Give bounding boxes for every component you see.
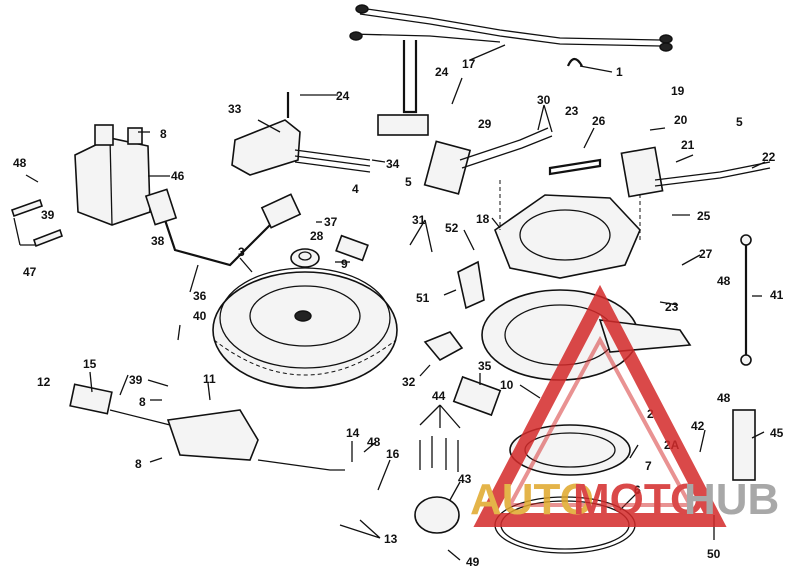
- label-part-36: 36: [193, 289, 207, 303]
- label-part-13: 13: [384, 532, 398, 546]
- label-part-4: 4: [352, 182, 359, 196]
- label-part-1: 1: [616, 65, 623, 79]
- bracket-51: [457, 260, 485, 310]
- label-part-39-left: 39: [41, 208, 55, 222]
- label-part-18: 18: [476, 212, 490, 226]
- label-part-37: 37: [324, 215, 338, 229]
- label-part-9: 9: [341, 257, 348, 271]
- label-part-19: 19: [671, 84, 685, 98]
- watermark-auto: AUTO: [470, 475, 594, 524]
- label-part-17: 17: [462, 57, 476, 71]
- label-part-6: 6: [634, 483, 641, 497]
- label-part-39-lower: 39: [129, 373, 143, 387]
- label-part-25: 25: [697, 209, 711, 223]
- label-part-23-top: 23: [565, 104, 579, 118]
- watermark-moto: MOTO: [573, 475, 704, 524]
- label-part-48-middle: 48: [367, 435, 381, 449]
- label-part-32: 32: [402, 375, 416, 389]
- power-pack-21: [620, 146, 664, 198]
- switch-box-33: [231, 92, 371, 176]
- wiring-harness-17: [349, 4, 673, 136]
- label-part-40: 40: [193, 309, 207, 323]
- label-part-2: 2: [647, 407, 654, 421]
- label-part-14: 14: [346, 426, 360, 440]
- label-part-33: 33: [228, 102, 242, 116]
- label-part-24-left: 24: [435, 65, 449, 79]
- label-part-12: 12: [37, 375, 51, 389]
- label-part-51: 51: [416, 291, 430, 305]
- label-part-46: 46: [171, 169, 185, 183]
- label-part-48-left: 48: [13, 156, 27, 170]
- wires-30: [459, 127, 553, 169]
- label-part-30: 30: [537, 93, 551, 107]
- label-part-49: 49: [466, 555, 480, 568]
- label-part-15: 15: [83, 357, 97, 371]
- plate-32: [423, 331, 464, 362]
- label-part-8-middle: 8: [139, 395, 146, 409]
- label-part-42: 42: [691, 419, 705, 433]
- bolts-47: [10, 198, 64, 248]
- label-part-5-right: 5: [736, 115, 743, 129]
- sensor-43: [414, 436, 460, 534]
- label-part-45: 45: [770, 426, 784, 440]
- timer-base-18: [494, 180, 641, 279]
- label-part-7: 7: [645, 459, 652, 473]
- label-part-47: 47: [23, 265, 37, 279]
- label-part-27: 27: [699, 247, 713, 261]
- label-part-8-bottom: 8: [135, 457, 142, 471]
- connector-12: [69, 383, 113, 415]
- label-part-23-lower: 23: [665, 300, 679, 314]
- label-part-10: 10: [500, 378, 514, 392]
- label-part-21: 21: [681, 138, 695, 152]
- label-part-43: 43: [458, 472, 472, 486]
- watermark: AUTO MOTO HUB: [470, 284, 779, 527]
- terminal-block-45: [732, 409, 756, 481]
- flywheel-3: [212, 267, 398, 389]
- power-pack-29: [423, 140, 472, 195]
- sensor-35: [452, 375, 502, 417]
- flywheel-nut-9: [290, 248, 320, 268]
- label-part-34: 34: [386, 157, 400, 171]
- label-part-35: 35: [478, 359, 492, 373]
- label-part-52: 52: [445, 221, 459, 235]
- label-part-38: 38: [151, 234, 165, 248]
- label-part-48-right-top: 48: [717, 274, 731, 288]
- rod-41: [740, 234, 752, 366]
- label-part-29: 29: [478, 117, 492, 131]
- label-part-5-left: 5: [405, 175, 412, 189]
- watermark-hub: HUB: [684, 475, 779, 524]
- label-part-16: 16: [386, 447, 400, 461]
- sensor-28: [335, 234, 369, 262]
- label-part-50: 50: [707, 547, 721, 561]
- watermark-triangle: [473, 284, 727, 527]
- spark-plug-leads: [144, 188, 302, 267]
- rectifier-11: [109, 409, 345, 471]
- callout-labels: 1 2 2A 3 4 5 5 6 7 8 8 8 9 10 11 12 13 1…: [13, 57, 784, 568]
- label-part-20: 20: [674, 113, 688, 127]
- wires-22: [654, 161, 771, 187]
- label-part-26: 26: [592, 114, 606, 128]
- label-part-11: 11: [203, 372, 216, 386]
- label-part-28: 28: [310, 229, 324, 243]
- label-part-48-right-bottom: 48: [717, 391, 731, 405]
- label-part-44: 44: [432, 389, 446, 403]
- ignition-coil-46: [74, 124, 151, 226]
- label-part-22: 22: [762, 150, 776, 164]
- clamp-26: [548, 158, 602, 176]
- label-part-24-top: 24: [336, 89, 350, 103]
- label-part-3: 3: [238, 245, 245, 259]
- label-part-8-top: 8: [160, 127, 167, 141]
- clip-1: [566, 57, 583, 67]
- label-part-31: 31: [412, 213, 426, 227]
- label-part-41: 41: [770, 288, 784, 302]
